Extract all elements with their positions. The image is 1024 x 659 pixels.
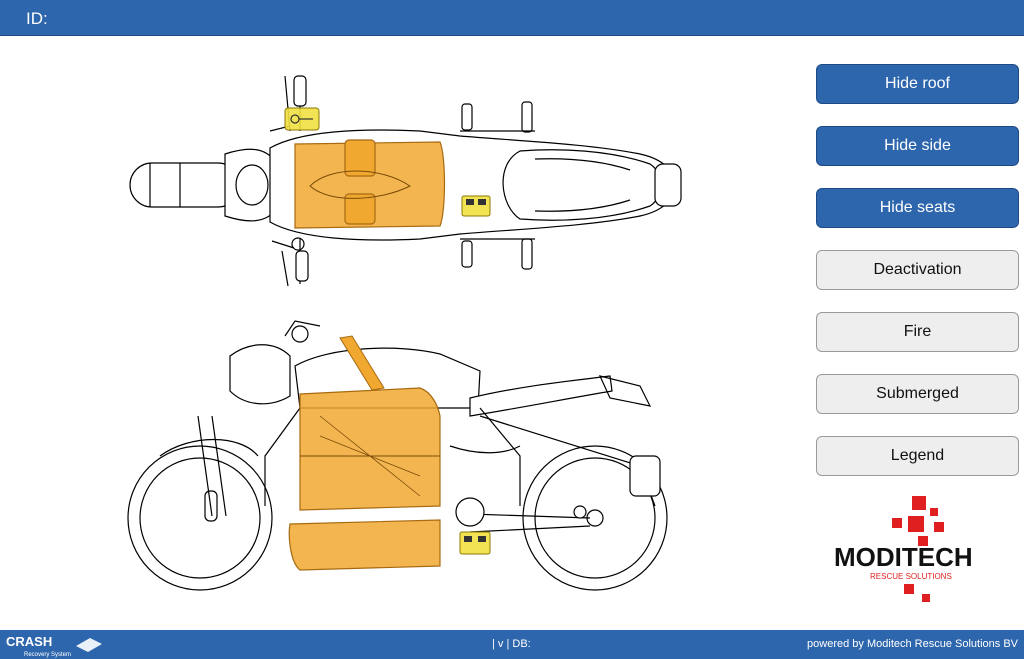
crash-logo-icon xyxy=(76,638,102,652)
hide-side-button[interactable]: Hide side xyxy=(816,126,1019,166)
legend-button[interactable]: Legend xyxy=(816,436,1019,476)
fire-button[interactable]: Fire xyxy=(816,312,1019,352)
battery-top xyxy=(294,139,446,229)
crash-logo-title: CRASH xyxy=(6,634,52,649)
side-control-unit-icon xyxy=(459,531,491,555)
logo-tagline: RESCUE SOLUTIONS xyxy=(870,572,952,581)
moditech-logo: MODITECH RESCUE SOLUTIONS xyxy=(834,496,973,602)
hide-seats-button[interactable]: Hide seats xyxy=(816,188,1019,228)
hide-roof-button[interactable]: Hide roof xyxy=(816,64,1019,104)
db-info: | v | DB: xyxy=(492,638,531,650)
footer-bar: CRASH Recovery System | v | DB: powered … xyxy=(0,630,1024,659)
vehicle-diagram xyxy=(127,75,682,591)
powered-by-text: powered by Moditech Rescue Solutions BV xyxy=(807,638,1018,650)
deactivation-button[interactable]: Deactivation xyxy=(816,250,1019,290)
id-label: ID: xyxy=(26,9,48,28)
key-icon xyxy=(284,107,320,131)
crash-logo: CRASH Recovery System xyxy=(6,634,102,658)
top-bar: ID: xyxy=(0,0,1024,36)
logo-brand-text: MODITECH xyxy=(834,542,973,572)
motorcycle-side-view xyxy=(127,320,668,591)
crash-logo-subtitle: Recovery System xyxy=(24,652,71,658)
submerged-button[interactable]: Submerged xyxy=(816,374,1019,414)
control-unit-icon xyxy=(461,195,491,217)
battery-side xyxy=(288,335,441,571)
